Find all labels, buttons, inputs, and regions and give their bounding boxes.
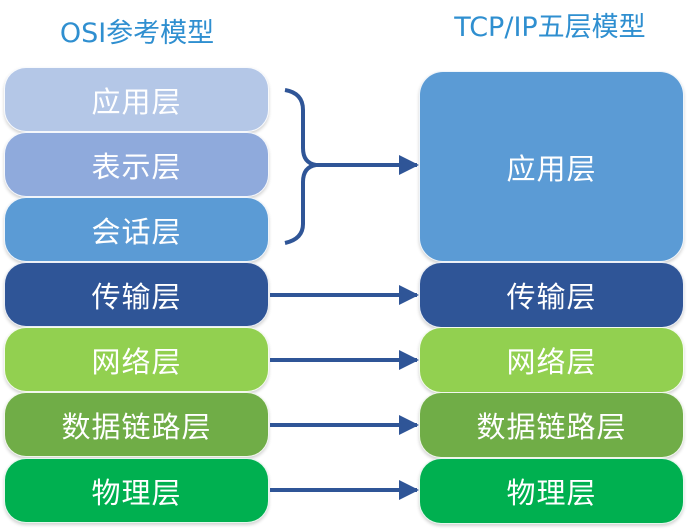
tcpip-layer-transport: 传输层 (419, 262, 684, 328)
osi-layer-label: 会话层 (91, 214, 182, 249)
osi-layer-label: 表示层 (91, 149, 182, 184)
osi-layer-application: 应用层 (4, 67, 269, 132)
tcpip-layer-label: 数据链路层 (476, 410, 627, 444)
osi-layer-label: 数据链路层 (61, 409, 212, 444)
osi-layer-physical: 物理层 (4, 458, 269, 523)
osi-layer-label: 传输层 (91, 279, 182, 314)
tcpip-layer-physical: 物理层 (419, 458, 684, 524)
osi-layer-network: 网络层 (4, 327, 269, 392)
tcpip-layer-network: 网络层 (419, 327, 684, 393)
osi-layer-label: 应用层 (91, 84, 182, 119)
tcpip-layer-label: 传输层 (506, 280, 597, 314)
tcpip-model-title: TCP/IP五层模型 (454, 12, 646, 43)
tcpip-layer-label: 网络层 (506, 345, 597, 379)
upper-layers-brace (284, 88, 317, 245)
tcpip-layer-label: 应用层 (506, 151, 597, 186)
tcpip-layer-data-link: 数据链路层 (419, 392, 684, 458)
osi-layer-data-link: 数据链路层 (4, 392, 269, 457)
tcpip-layer-label: 物理层 (506, 476, 597, 510)
osi-model-title: OSI参考模型 (59, 18, 215, 49)
osi-layer-label: 网络层 (91, 344, 182, 379)
osi-layer-presentation: 表示层 (4, 132, 269, 197)
osi-layer-transport: 传输层 (4, 262, 269, 327)
osi-layer-label: 物理层 (91, 475, 182, 510)
osi-layer-session: 会话层 (4, 197, 269, 262)
tcpip-layer-application: 应用层 (419, 71, 684, 262)
